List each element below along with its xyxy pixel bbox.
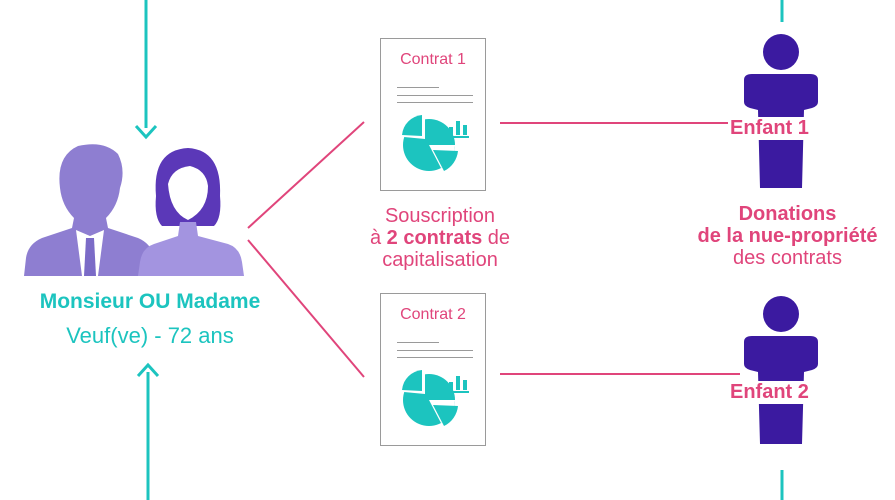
pie-chart-icon bbox=[402, 370, 469, 426]
subscription-line2: à 2 contrats de bbox=[369, 227, 511, 249]
link-parents-contrat2 bbox=[247, 239, 365, 378]
doc-line bbox=[397, 350, 473, 351]
parents-icon bbox=[24, 144, 244, 276]
pie-chart-icon bbox=[402, 115, 469, 171]
contract-card-1: Contrat 1 bbox=[380, 38, 486, 191]
link-parents-contrat1 bbox=[247, 121, 365, 229]
parents-status: Veuf(ve) - 72 ans bbox=[66, 323, 234, 348]
woman-icon bbox=[138, 148, 244, 276]
doc-line bbox=[397, 95, 473, 96]
child-2-icon bbox=[744, 296, 818, 444]
contract-card-2: Contrat 2 bbox=[380, 293, 486, 446]
child-2-label: Enfant 2 bbox=[728, 381, 811, 404]
doc-line bbox=[397, 357, 473, 358]
donations-line3: des contrats bbox=[733, 247, 842, 269]
child-1-icon bbox=[744, 34, 818, 188]
subscription-caption: Souscription à 2 contrats de capitalisat… bbox=[335, 205, 545, 271]
contract-title: Contrat 1 bbox=[400, 51, 466, 68]
arrow-down-icon bbox=[134, 124, 158, 140]
child-1-label: Enfant 1 bbox=[728, 117, 811, 140]
doc-line bbox=[397, 87, 439, 88]
donations-line1: Donations bbox=[738, 203, 837, 225]
doc-line bbox=[397, 342, 439, 343]
man-icon bbox=[24, 144, 156, 276]
donations-caption: Donations de la nue-propriété des contra… bbox=[680, 203, 895, 269]
subscription-count: 2 contrats bbox=[386, 227, 483, 249]
donations-line2: de la nue-propriété bbox=[697, 225, 878, 247]
subscription-line3: capitalisation bbox=[382, 249, 498, 271]
doc-line bbox=[397, 102, 473, 103]
parents-name: Monsieur OU Madame bbox=[39, 290, 261, 313]
subscription-line1: Souscription bbox=[384, 205, 496, 227]
contract-title: Contrat 2 bbox=[400, 306, 466, 323]
arrow-up-icon bbox=[136, 362, 160, 378]
